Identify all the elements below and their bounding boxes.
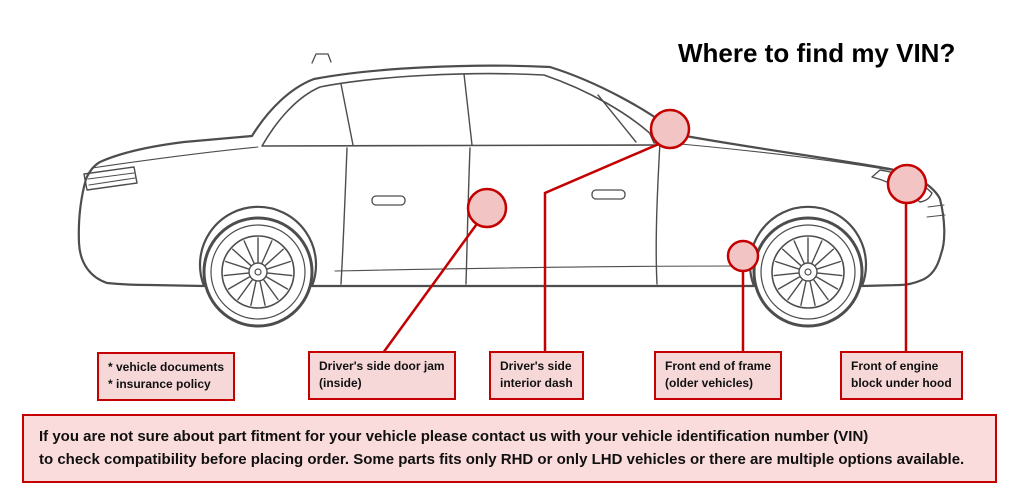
bumper-line-2 — [926, 214, 946, 218]
sill-crease — [334, 265, 743, 272]
vin-connectors — [381, 138, 908, 354]
fender-door-line — [655, 141, 661, 285]
vin-markers — [466, 108, 928, 273]
rear-beltline — [91, 146, 259, 169]
marker-interior-dash — [649, 108, 691, 150]
callout-line: * vehicle documents — [108, 360, 225, 374]
car-illustration — [77, 53, 946, 328]
rear-door-handle — [371, 195, 406, 206]
front-door-handle — [591, 189, 626, 200]
bumper-line-1 — [927, 204, 945, 208]
taillight-slat-2 — [88, 177, 136, 186]
page-title: Where to find my VIN? — [678, 38, 956, 68]
callout-line: Front of engine — [851, 359, 939, 373]
c-pillar-line — [340, 83, 354, 146]
taillight-slat-1 — [87, 172, 135, 180]
callout-line: interior dash — [500, 376, 573, 391]
callout-line: * insurance policy — [108, 377, 211, 392]
callout-line: Driver's side — [500, 359, 572, 373]
a-pillar-line — [597, 94, 637, 143]
front-door-line — [465, 147, 471, 285]
roof-antenna — [311, 53, 332, 64]
connector-door-jam — [381, 209, 489, 354]
marker-door-jam — [466, 187, 508, 229]
car-body-outline — [77, 64, 946, 288]
rear-door-line — [340, 147, 348, 285]
callout-line: Front end of frame — [665, 359, 772, 373]
b-pillar-line — [463, 73, 473, 146]
front-beltline — [657, 141, 891, 171]
car-greenhouse — [261, 72, 659, 147]
rear-wheel — [202, 216, 314, 328]
callout-front-frame: Front end of frame (older vehicles) — [654, 351, 783, 400]
callout-engine-block: Front of engine block under hood — [840, 351, 963, 400]
marker-engine-block — [886, 163, 928, 205]
callout-line: (older vehicles) — [665, 376, 754, 391]
callout-line: block under hood — [851, 376, 952, 391]
notice-line-1: If you are not sure about part fitment f… — [39, 428, 869, 445]
callout-door-jam: Driver's side door jam (inside) — [308, 351, 456, 400]
marker-front-frame — [726, 239, 760, 273]
callout-line: Driver's side door jam — [319, 359, 445, 373]
callout-vehicle-documents: * vehicle documents * insurance policy — [97, 352, 236, 401]
taillight — [83, 166, 138, 191]
front-wheel — [752, 216, 864, 328]
callout-interior-dash: Driver's side interior dash — [489, 351, 584, 400]
notice-line-2: to check compatibility before placing or… — [39, 451, 965, 469]
fitment-notice-banner: If you are not sure about part fitment f… — [22, 414, 997, 483]
connector-interior-dash — [543, 138, 669, 353]
callout-line: (inside) — [319, 376, 362, 391]
